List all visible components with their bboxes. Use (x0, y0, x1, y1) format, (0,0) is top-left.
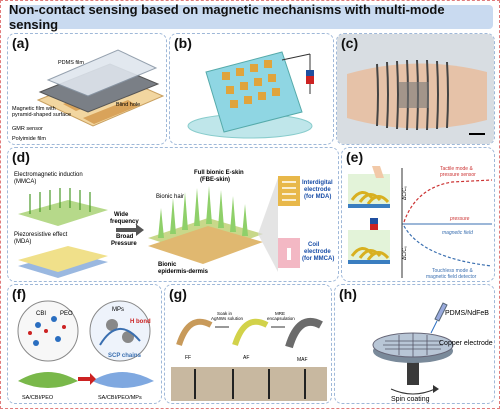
gmr-sensor-text: GMR sensor (12, 126, 43, 132)
panel-g-label: (g) (169, 286, 187, 302)
magnetic-field-axis-text: magnetic field (442, 230, 473, 236)
scp-text: SCP chains (108, 353, 142, 359)
panel-d-label: (d) (12, 149, 30, 165)
panel-e-illustration: Tactile mode &pressure sensor pressure m… (348, 166, 493, 280)
piezo-text: Piezoresistive effect(MDA) (14, 232, 68, 245)
sa-cbi-peo-text: SA/CBI/PEO (22, 395, 54, 401)
panel-d-illustration: Electromagnetic induction(MMCA) Piezores… (14, 170, 334, 278)
maf-text: MAF (297, 357, 308, 363)
blind-hole-text: Blind hole (116, 102, 140, 108)
panel-e: (e) Tactile mode &pressure sensor pressu… (341, 147, 495, 282)
panel-h: (h) PDMS/NdFeB Copper electrode Spin coa… (334, 284, 495, 404)
panel-f-label: (f) (12, 286, 26, 302)
pressure-axis-text: pressure (449, 216, 470, 222)
peo-text: PEO (60, 311, 73, 317)
panel-b: (b) (169, 33, 334, 145)
panel-a: (a) PDMS film Blind hole Magnetic film w… (7, 33, 167, 145)
panel-a-label: (a) (12, 35, 30, 51)
panel-b-label: (b) (174, 35, 192, 51)
af-text: AF (243, 355, 249, 361)
panel-f-illustration: CBI PEO MPs H bond SCP chains SA/CBI/PEO… (17, 300, 154, 401)
bionic-hair-text: Bionic hair (156, 194, 184, 200)
panel-h-illustration: PDMS/NdFeB Copper electrode Spin coating (372, 302, 493, 403)
fbe-skin-text: Full bionic E-skin(FBE-skin) (194, 170, 244, 183)
panel-h-label: (h) (339, 286, 357, 302)
mps-text: MPs (112, 307, 124, 313)
panel-f: (f) CBI PEO MPs H bond SCP chains SA/CBI… (7, 284, 162, 404)
panel-b-illustration (187, 51, 314, 139)
y-axis-text-top: ΔC/C₀ (402, 186, 408, 200)
y-axis-text-bottom: ΔC/C₀ (402, 246, 408, 260)
ff-text: FF (185, 355, 191, 361)
sa-cbi-peo-mps-text: SA/CBI/PEO/MPs (98, 395, 142, 401)
copper-electrode-text: Copper electrode (439, 340, 493, 347)
panel-c: (c) (336, 33, 495, 145)
pdms-film-text: PDMS film (58, 60, 84, 66)
figure-title: Non-contact sensing based on magnetic me… (9, 2, 493, 32)
tactile-mode-text: Tactile mode &pressure sensor (440, 166, 476, 178)
panel-c-photo (337, 34, 494, 144)
cbi-text: CBI (36, 311, 46, 317)
hbond-text: H bond (130, 319, 151, 325)
panel-e-label: (e) (346, 149, 364, 165)
em-text: Electromagnetic induction(MMCA) (14, 172, 83, 185)
touchless-mode-text: Touchless mode &magnetic field detector (426, 268, 477, 280)
panel-d: (d) Electromagnetic induction(MMCA) Piez… (7, 147, 339, 282)
polyimide-text: Polyimide film (12, 136, 46, 142)
pdms-ndfeb-text: PDMS/NdFeB (445, 310, 489, 317)
spin-coating-text: Spin coating (391, 396, 430, 403)
panel-c-label: (c) (341, 35, 359, 51)
